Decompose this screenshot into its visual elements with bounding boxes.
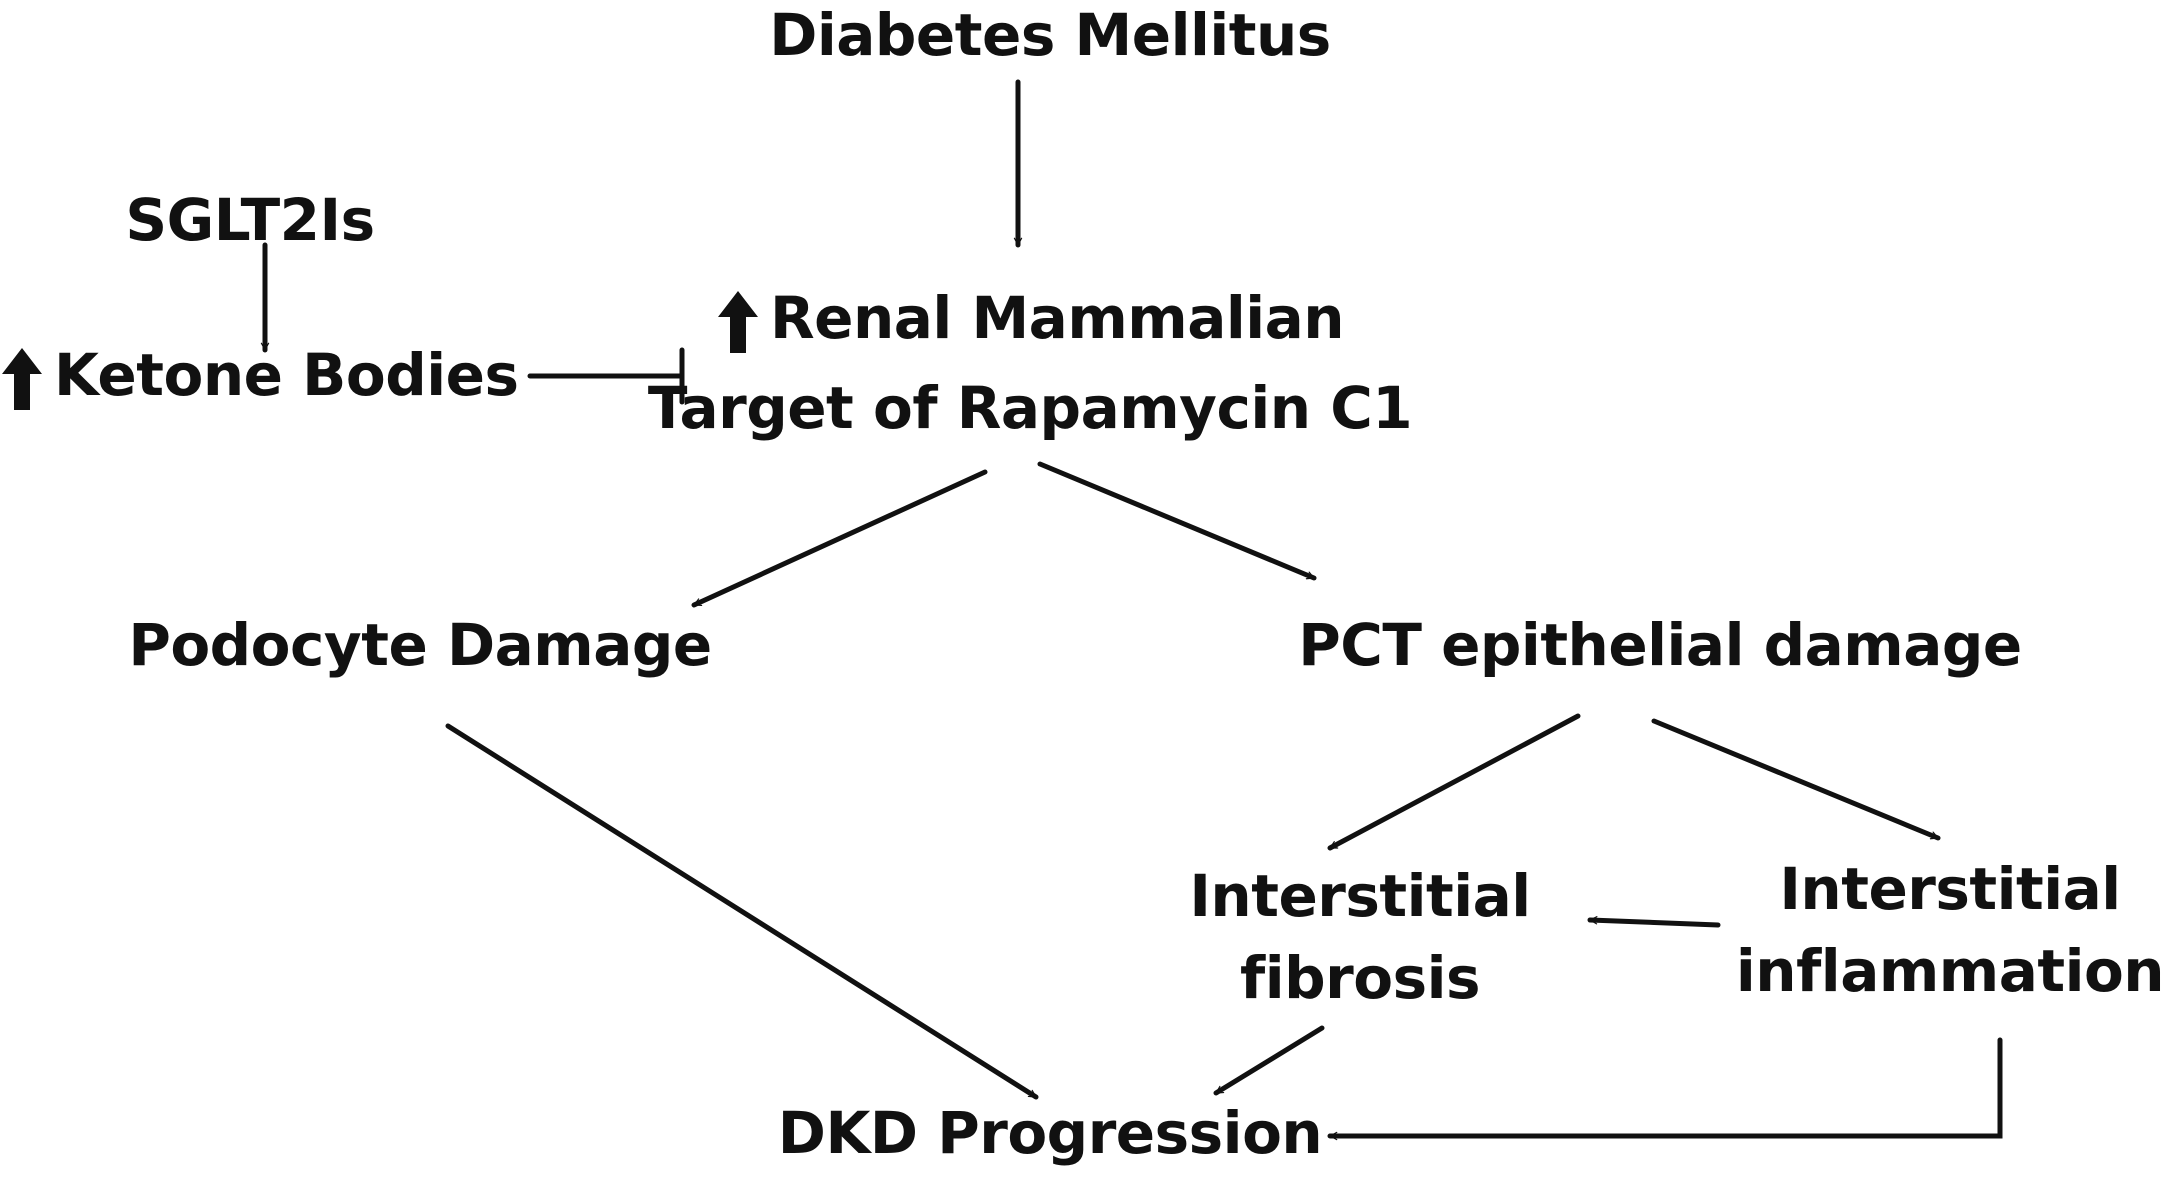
edge-inflammation-to-dkd (1327, 1037, 2003, 1141)
edge-mtor-to-podocyte (691, 469, 988, 608)
node-podocyte-damage: Podocyte Damage (100, 600, 740, 690)
edge-pct-to-inflammation (1651, 718, 1941, 841)
up-arrow-icon (0, 346, 44, 412)
node-fibrosis-label-line1: Interstitial (1189, 862, 1531, 930)
node-interstitial-inflammation: Interstitial inflammation (1730, 848, 2170, 1012)
node-pct-label: PCT epithelial damage (1298, 611, 2022, 679)
node-dkd-label: DKD Progression (777, 1099, 1323, 1167)
node-inflammation-label-line2: inflammation (1735, 937, 2165, 1005)
node-pct-epithelial-damage: PCT epithelial damage (1280, 600, 2040, 690)
node-inflammation-label-line1: Interstitial (1779, 855, 2121, 923)
node-mtor-line1: Renal Mammalian (640, 273, 1420, 363)
edge-podocyte-to-dkd (445, 723, 1039, 1100)
node-sglt2is-label: SGLT2Is (125, 186, 375, 254)
node-diabetes-mellitus: Diabetes Mellitus (700, 0, 1400, 80)
node-sglt2is: SGLT2Is (80, 175, 420, 265)
edge-fibrosis-to-dkd (1213, 1025, 1325, 1096)
node-podocyte-label: Podocyte Damage (128, 611, 712, 679)
node-mtor-label-line1: Renal Mammalian (769, 284, 1345, 352)
node-ketone-bodies: Ketone Bodies (0, 330, 520, 420)
node-interstitial-fibrosis: Interstitial fibrosis (1130, 855, 1590, 1019)
up-arrow-icon (716, 289, 760, 355)
node-renal-mtorc1: Renal Mammalian Target of Rapamycin C1 (640, 273, 1420, 453)
edge-inflammation-to-fibrosis (1587, 916, 1721, 928)
node-diabetes-label: Diabetes Mellitus (769, 1, 1331, 69)
edge-mtor-to-pct (1037, 461, 1317, 581)
node-ketone-label: Ketone Bodies (54, 341, 519, 409)
node-fibrosis-label-line2: fibrosis (1239, 944, 1481, 1012)
node-mtor-label-line2: Target of Rapamycin C1 (647, 374, 1413, 442)
node-dkd-progression: DKD Progression (720, 1088, 1380, 1178)
edge-pct-to-fibrosis (1327, 713, 1581, 851)
